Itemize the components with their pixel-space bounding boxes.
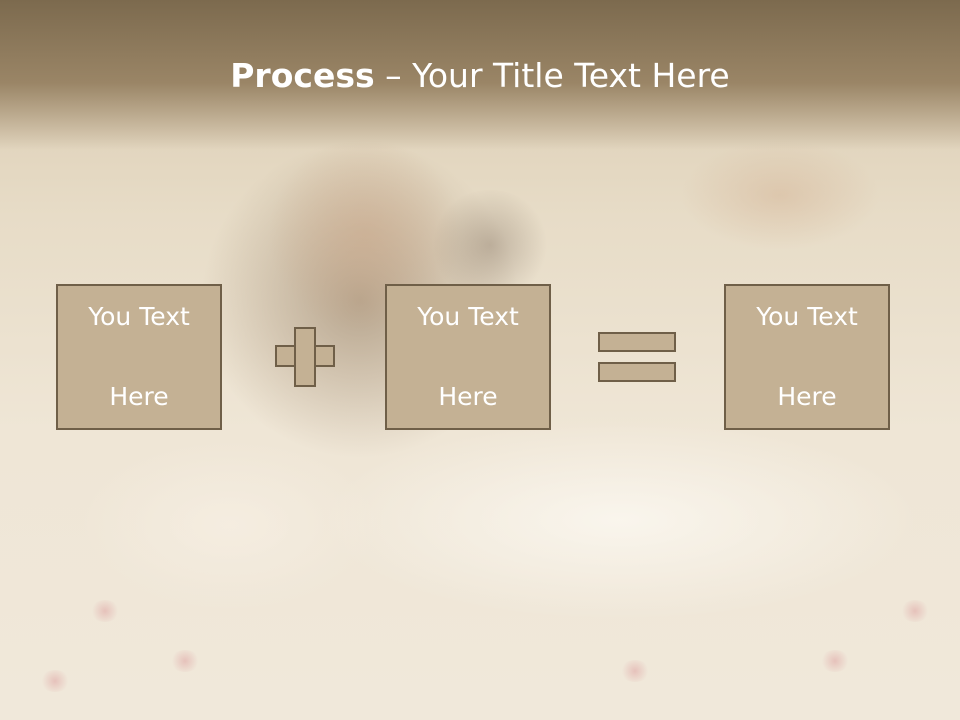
box-1-line-1: You Text	[88, 302, 190, 331]
plus-icon	[275, 327, 335, 387]
bedspread-flower	[820, 650, 850, 672]
equals-icon-top-bar	[598, 332, 676, 352]
bedspread-flower	[40, 670, 70, 692]
box-3-line-2: Here	[777, 382, 837, 411]
photo-pillow	[320, 420, 920, 620]
bedspread-flower	[620, 660, 650, 682]
box-2-line-1: You Text	[417, 302, 519, 331]
title-bold: Process	[230, 56, 375, 95]
plus-center	[296, 347, 314, 365]
photo-legs	[680, 140, 880, 250]
equals-icon-bottom-bar	[598, 362, 676, 382]
bedspread-flower	[900, 600, 930, 622]
box-3-line-1: You Text	[756, 302, 858, 331]
bedspread-flower	[90, 600, 120, 622]
photo-phone	[430, 190, 550, 300]
title-rest: Your Title Text Here	[412, 56, 730, 95]
box-2-line-2: Here	[438, 382, 498, 411]
title-band	[0, 0, 960, 150]
bedspread-flower	[170, 650, 200, 672]
box-1-line-2: Here	[109, 382, 169, 411]
title-separator: –	[374, 56, 413, 95]
slide-title: Process – Your Title Text Here	[0, 54, 960, 98]
